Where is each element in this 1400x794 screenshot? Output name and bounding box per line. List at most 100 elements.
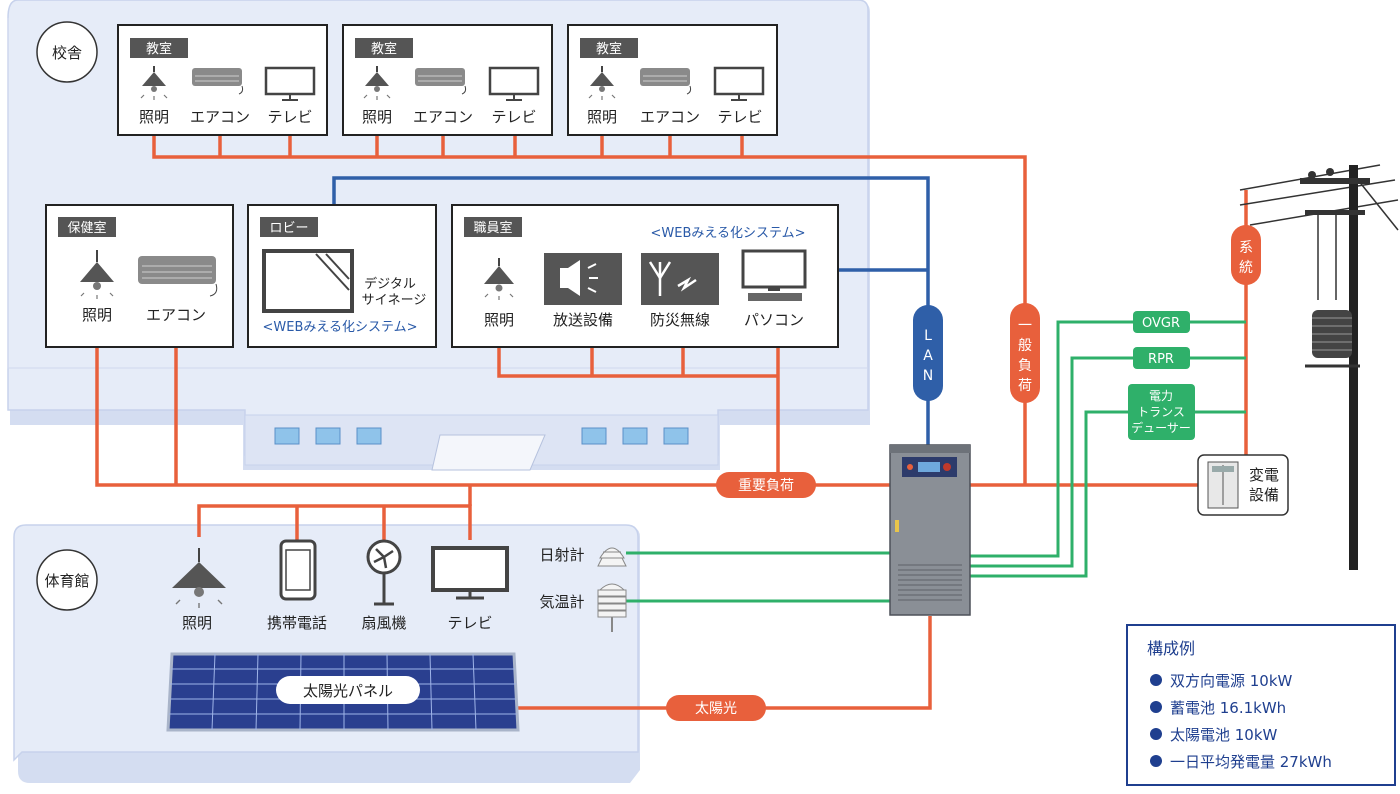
- transducer-label-1: 電力: [1149, 389, 1173, 403]
- lobby-system-label: <WEBみえる化システム>: [263, 320, 418, 335]
- lan-label-l: L: [924, 328, 932, 344]
- classroom-1: 教室 照明 エアコン テレビ: [117, 24, 328, 136]
- digital-signage-icon: [262, 249, 354, 313]
- general-load-pill: 一 般 負 荷: [1010, 303, 1040, 403]
- legend-item-2: 蓄電池 16.1kWh: [1170, 699, 1286, 717]
- lobby: ロビー デジタル サイネージ <WEBみえる化システム>: [247, 204, 437, 348]
- gym-badge: [36, 549, 98, 611]
- solar-panel-label: 太陽光パネル: [303, 682, 393, 700]
- thermometer-label: 気温計: [539, 593, 584, 611]
- substation-label-1: 変電: [1249, 466, 1279, 484]
- classroom-1-title: 教室: [146, 41, 172, 57]
- sensors: 日射計 気温計: [539, 546, 627, 632]
- ovgr-box: OVGR: [1133, 311, 1190, 333]
- staff-item-broadcast: 放送設備: [553, 311, 613, 329]
- svg-text:一: 一: [1018, 318, 1032, 334]
- classroom-3-item-tv: テレビ: [717, 108, 762, 126]
- lamp-icon: [172, 548, 226, 608]
- electric-fan-icon: [366, 539, 402, 606]
- air-conditioner-icon: [415, 68, 467, 95]
- staff-item-light: 照明: [484, 311, 514, 329]
- tv-icon: [488, 66, 540, 101]
- gym-label: 体育館: [44, 572, 89, 590]
- ovgr-label: OVGR: [1142, 316, 1180, 331]
- power-conditioner-unit: [889, 444, 971, 616]
- classroom-2-title: 教室: [371, 41, 397, 57]
- staff-room-system-label: <WEBみえる化システム>: [651, 226, 806, 241]
- lamp-icon: [484, 258, 514, 300]
- signal-lines: [626, 320, 1246, 603]
- classroom-3: 教室 照明 エアコン テレビ: [567, 24, 778, 136]
- lamp-icon: [363, 66, 391, 100]
- svg-text:荷: 荷: [1018, 378, 1032, 394]
- lamp-icon: [80, 250, 114, 299]
- school-badge: [36, 21, 98, 83]
- lan-label-n: N: [923, 368, 933, 384]
- health-room-item-light: 照明: [82, 306, 112, 324]
- mobile-phone-icon: [279, 539, 317, 601]
- legend-item-1: 双方向電源 10kW: [1170, 672, 1293, 690]
- legend-bullet: [1150, 701, 1162, 713]
- classroom-1-item-tv: テレビ: [267, 108, 312, 126]
- gym-item-fan: 扇風機: [361, 614, 406, 632]
- classroom-3-title: 教室: [596, 41, 622, 57]
- air-conditioner-icon: [138, 256, 218, 297]
- staff-room: 職員室 <WEBみえる化システム> 照明 放送設備 防災無線 パソコン: [451, 204, 839, 348]
- solar-pill: 太陽光: [666, 695, 766, 721]
- legend-box: 構成例 双方向電源 10kW 蓄電池 16.1kWh 太陽電池 10kW 一日平…: [1126, 624, 1396, 786]
- tv-icon: [264, 66, 316, 101]
- gym-items: 照明 携帯電話 扇風機 テレビ: [172, 539, 509, 632]
- pyranometer-icon: [597, 547, 627, 567]
- staff-item-pc: パソコン: [744, 311, 804, 329]
- classroom-2-item-ac: エアコン: [413, 108, 473, 126]
- thermometer-shelter-icon: [597, 583, 627, 632]
- utility-pole-icon: [1239, 164, 1399, 570]
- classroom-2-item-tv: テレビ: [491, 108, 536, 126]
- staff-item-disaster-radio: 防災無線: [650, 311, 710, 329]
- air-conditioner-icon: [640, 68, 692, 95]
- critical-load-pill: 重要負荷: [716, 472, 816, 498]
- classroom-2: 教室 照明 エアコン テレビ: [342, 24, 553, 136]
- lobby-title: ロビー: [269, 221, 308, 236]
- solar-line-label: 太陽光: [695, 701, 737, 717]
- transducer-label-3: デューサー: [1131, 420, 1191, 435]
- svg-text:系: 系: [1239, 240, 1253, 256]
- tv-icon: [431, 546, 509, 600]
- speaker-icon: [544, 253, 622, 305]
- lamp-icon: [140, 66, 168, 100]
- substation-label-2: 設備: [1249, 486, 1279, 504]
- svg-text:統: 統: [1239, 260, 1253, 276]
- svg-text:負: 負: [1018, 358, 1032, 374]
- legend-bullet: [1150, 674, 1162, 686]
- school-windows: [274, 427, 689, 445]
- health-room-item-ac: エアコン: [146, 306, 206, 324]
- classroom-2-item-light: 照明: [362, 108, 392, 126]
- health-room: 保健室 照明 エアコン: [45, 204, 234, 348]
- staff-room-title: 職員室: [473, 220, 512, 236]
- lamp-icon: [588, 66, 616, 100]
- grid-pill: 系 統: [1231, 225, 1261, 285]
- svg-text:般: 般: [1018, 338, 1032, 354]
- gym-item-light: 照明: [182, 614, 212, 632]
- radio-antenna-icon: [641, 253, 719, 305]
- signage-label-line1: デジタル: [364, 276, 416, 292]
- classroom-1-item-ac: エアコン: [190, 108, 250, 126]
- rpr-label: RPR: [1148, 352, 1174, 367]
- tv-icon: [713, 66, 765, 101]
- classroom-1-item-light: 照明: [139, 108, 169, 126]
- transducer-label-2: トランス: [1137, 405, 1185, 419]
- switchgear-icon: [1207, 461, 1239, 509]
- gym-item-mobile: 携帯電話: [267, 614, 327, 632]
- legend-bullet: [1150, 755, 1162, 767]
- rpr-box: RPR: [1133, 347, 1190, 369]
- legend-item-4: 一日平均発電量 27kWh: [1170, 753, 1332, 771]
- classroom-3-item-ac: エアコン: [640, 108, 700, 126]
- lan-pill: L A N: [913, 305, 943, 401]
- legend-bullet: [1150, 728, 1162, 740]
- substation-box: 変電 設備: [1197, 454, 1289, 516]
- transducer-box: 電力 トランス デューサー: [1128, 384, 1195, 440]
- legend-title: 構成例: [1147, 639, 1195, 658]
- classroom-3-item-light: 照明: [587, 108, 617, 126]
- pyranometer-label: 日射計: [539, 546, 584, 564]
